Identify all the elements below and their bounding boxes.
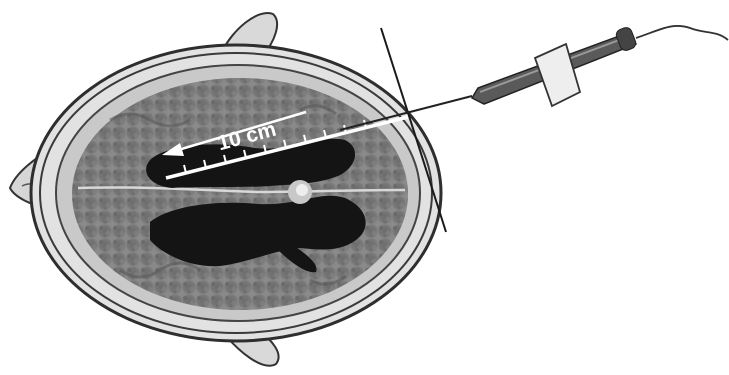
brain [72,78,408,310]
needle-cable [636,26,728,40]
bright-lesion [288,180,312,204]
